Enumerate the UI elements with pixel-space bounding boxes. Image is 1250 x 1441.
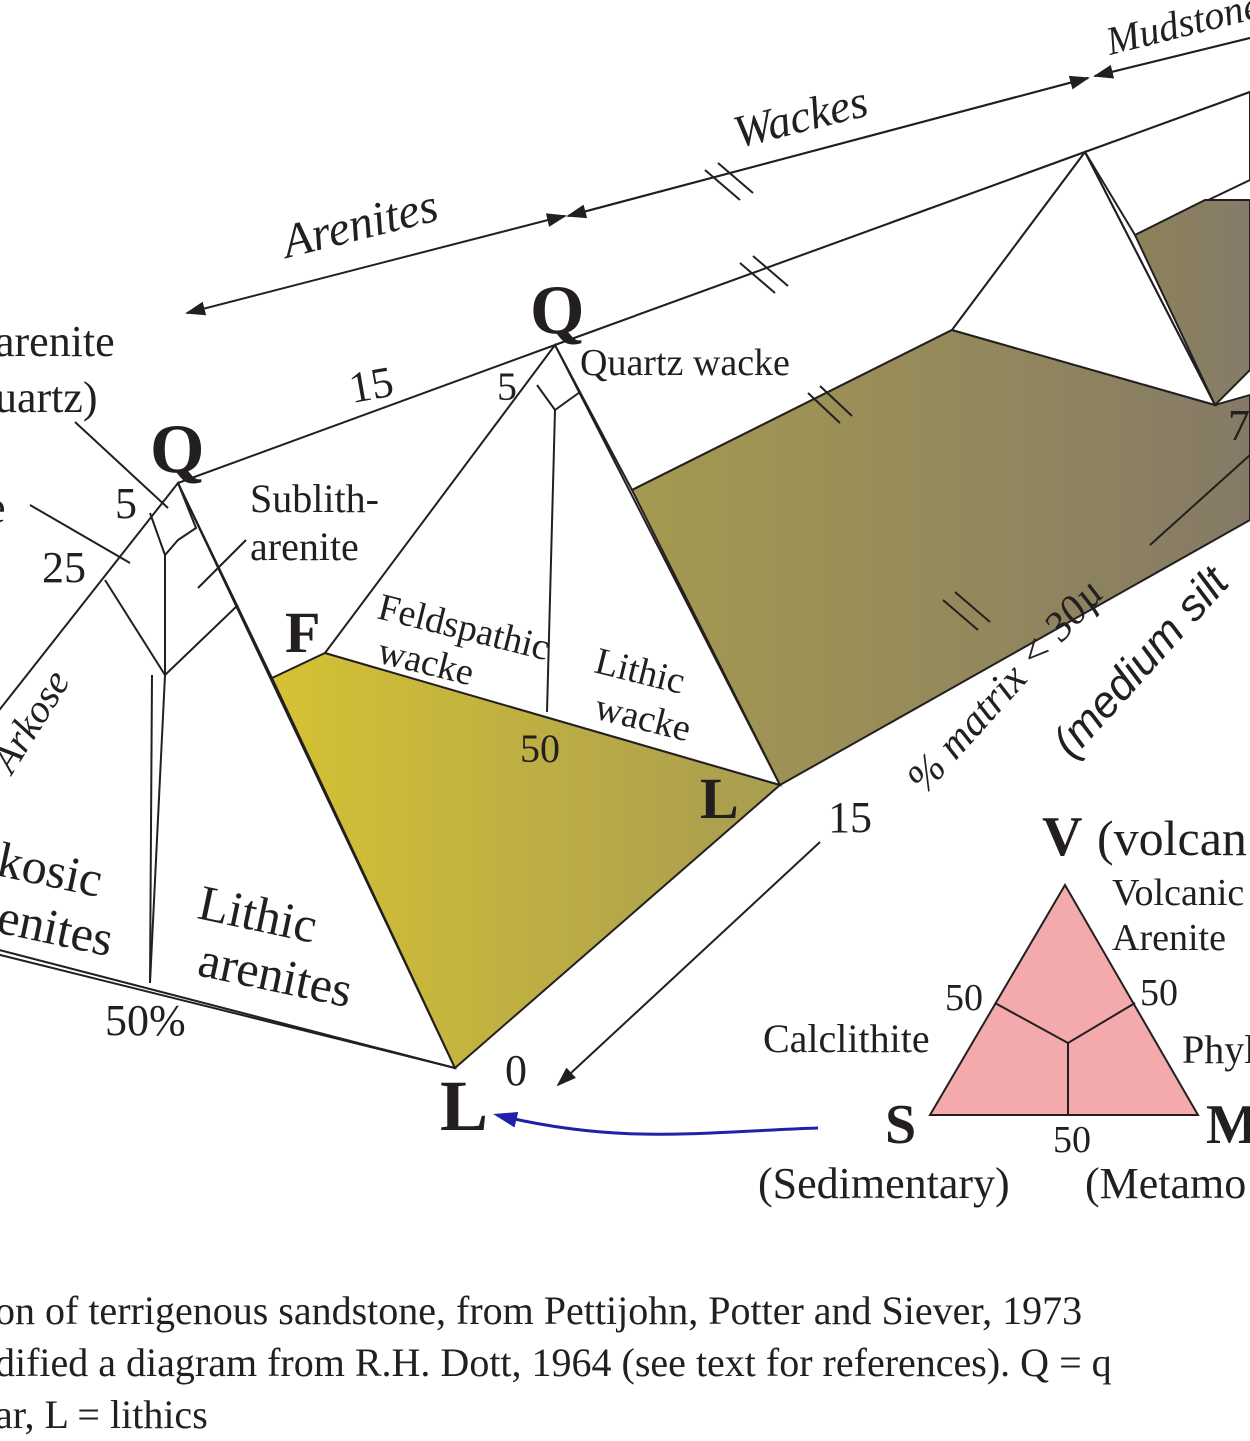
value-25: 25 <box>42 543 86 592</box>
value-0: 0 <box>505 1046 527 1095</box>
caption-line-1: on of terrigenous sandstone, from Pettij… <box>0 1288 1083 1333</box>
mudstones-label: Mudstones <box>1100 0 1250 64</box>
value-15-top: 15 <box>345 357 397 413</box>
volcanic-header: (volcan <box>1097 810 1247 866</box>
caption-line-2: dified a diagram from R.H. Dott, 1964 (s… <box>0 1340 1112 1385</box>
metamorphic-label: (Metamo <box>1085 1159 1246 1208</box>
mudstone-shaded-face <box>1133 199 1250 407</box>
volcanic-arenite-label-2: Arenite <box>1112 917 1226 959</box>
vsm-50-right: 50 <box>1140 972 1178 1014</box>
lithic-fragment-triangle: V (volcan Volcanic Arenite 50 50 50 Calc… <box>493 806 1250 1208</box>
sedimentary-label: (Sedimentary) <box>758 1159 1010 1208</box>
figure-caption: on of terrigenous sandstone, from Pettij… <box>0 1285 1250 1441</box>
m-vertex: M <box>1206 1094 1250 1156</box>
l-vertex-bottom: L <box>440 1066 488 1146</box>
sublitharenite-label-2: arenite <box>250 524 359 569</box>
left-edge-letter: e <box>0 483 6 532</box>
value-15-axis: 15 <box>828 793 872 842</box>
wackes-label: Wackes <box>728 75 873 157</box>
value-5-mid: 5 <box>497 364 517 409</box>
volcanic-arenite-label-1: Volcanic <box>1112 872 1244 914</box>
dimension-arrows <box>29 37 1250 1087</box>
arenite-prism <box>0 481 783 1070</box>
calclithite-label: Calclithite <box>763 1016 930 1061</box>
value-7: 7 <box>1228 401 1250 450</box>
value-50-mid: 50 <box>520 726 560 771</box>
wacke-front-face <box>323 343 782 787</box>
vsm-50-left: 50 <box>945 977 983 1019</box>
f-vertex: F <box>285 600 320 665</box>
quartz-wacke-label: Quartz wacke <box>580 342 790 384</box>
phyllarenite-label: Phyl <box>1182 1027 1250 1072</box>
value-5-left: 5 <box>115 479 137 528</box>
quartz-arenite-label-1: arenite <box>0 317 115 366</box>
vsm-triangle <box>928 883 1200 1116</box>
q-vertex-mid: Q <box>530 272 584 349</box>
caption-line-3: ar, L = lithics <box>0 1392 208 1437</box>
blue-arrow <box>493 1111 819 1136</box>
break-marks <box>704 162 991 631</box>
v-vertex: V <box>1042 806 1082 868</box>
quartz-arenite-label-2: uartz) <box>0 373 98 422</box>
l-vertex-mid: L <box>700 766 739 831</box>
s-vertex: S <box>885 1094 916 1156</box>
wacke-prism <box>177 90 1250 787</box>
q-vertex-left: Q <box>150 411 204 488</box>
vsm-50-bottom: 50 <box>1053 1119 1091 1161</box>
sublitharenite-label-1: Sublith- <box>250 476 379 521</box>
value-50-percent: 50% <box>105 996 186 1045</box>
arenites-label: Arenites <box>274 179 443 269</box>
